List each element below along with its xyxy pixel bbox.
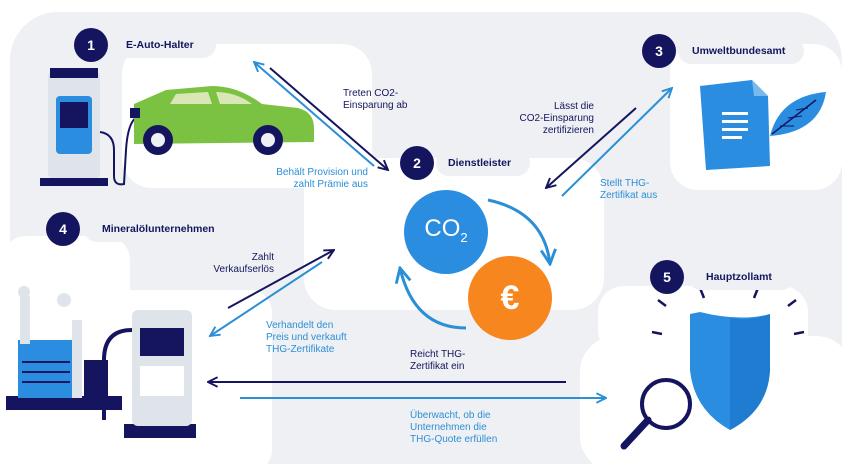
arrow-zahlt [227, 250, 334, 309]
electric-car-icon [130, 86, 314, 155]
fuel-pump-icon [102, 310, 196, 438]
label-treten: Treten CO2-Einsparung ab [343, 88, 408, 111]
co2-circle [404, 190, 488, 274]
euro-circle [468, 256, 552, 340]
node-title-1: E-Auto-Halter [112, 32, 216, 58]
node-title-4: Mineralölunternehmen [84, 216, 226, 242]
arrow-treten [269, 67, 388, 170]
node-badge-3: 3 [642, 34, 676, 68]
leaf-icon [770, 92, 826, 136]
label-reicht: Reicht THG-Zertifikat ein [410, 349, 466, 372]
node-badge-2: 2 [400, 146, 434, 180]
arrow-behaelt [254, 62, 375, 167]
factory-icon [6, 286, 122, 410]
label-stellt: Stellt THG-Zertifikat aus [600, 178, 658, 201]
co2-subscript: 2 [460, 229, 468, 245]
co2-text: CO [424, 215, 461, 242]
magnifier-icon [620, 378, 692, 450]
arrow-laesst [546, 107, 637, 188]
shield-icon [651, 287, 805, 430]
node-badge-1: 1 [74, 28, 108, 62]
node-title-3: Umweltbundesamt [678, 38, 804, 64]
node-title-2: Dienstleister [436, 150, 530, 176]
euro-symbol: € [500, 279, 520, 317]
co2-euro-cycle [400, 190, 552, 340]
flow-arrows [208, 62, 672, 398]
document-icon [700, 80, 770, 170]
node-badge-5: 5 [650, 260, 684, 294]
co2-label: CO2 [404, 214, 488, 253]
charging-station-icon [40, 68, 141, 186]
node-badge-4: 4 [46, 212, 80, 246]
node-title-5: Hauptzollamt [688, 264, 794, 290]
arrow-verhandelt [210, 261, 323, 336]
arrow-stellt [561, 88, 672, 197]
